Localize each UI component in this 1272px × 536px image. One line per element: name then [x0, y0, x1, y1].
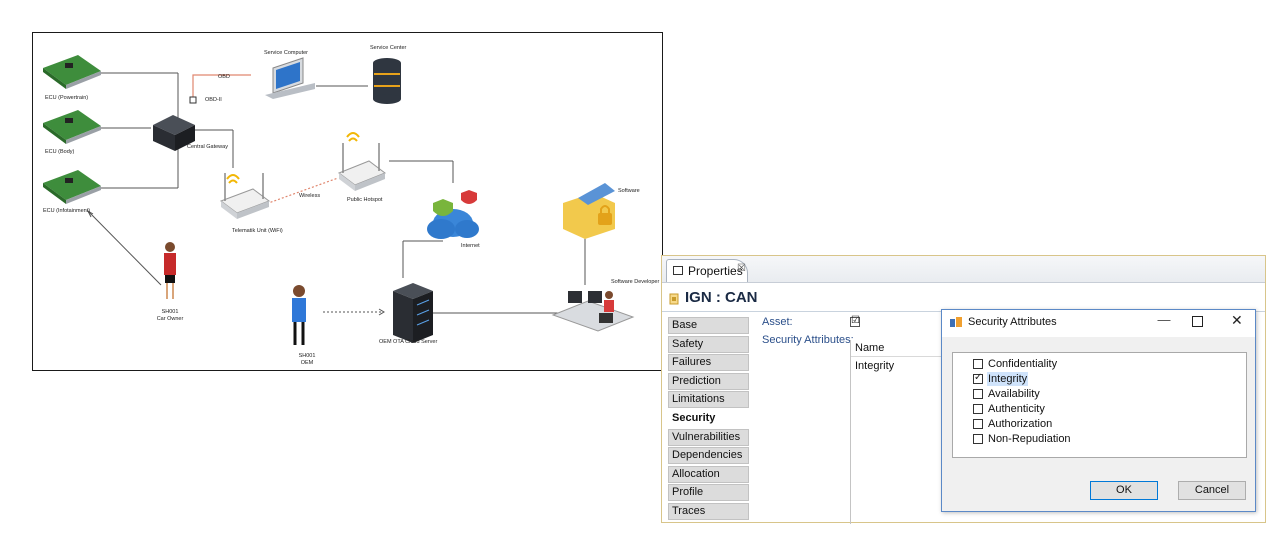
- ok-button[interactable]: OK: [1090, 481, 1158, 500]
- central-gateway-icon: [153, 115, 195, 151]
- label-oem: OEM: [300, 360, 314, 366]
- sidebar-item-base[interactable]: Base: [668, 317, 749, 334]
- dialog-app-icon: [950, 317, 962, 327]
- link-owner-infotainment: [87, 210, 162, 286]
- ecu-powertrain-icon: [43, 55, 101, 89]
- software-folder-icon: [563, 183, 615, 239]
- car-owner-figure-icon: [164, 242, 176, 299]
- label-car-owner: Car Owner: [156, 316, 184, 322]
- label-ecu-body: ECU (Body): [45, 149, 75, 155]
- label-central-gateway: Central Gateway: [187, 144, 228, 150]
- option-label: Availability: [988, 388, 1040, 400]
- checkbox-confidentiality[interactable]: [973, 359, 983, 369]
- checkbox-non-repudiation[interactable]: [973, 434, 983, 444]
- label-wireless: Wireless: [299, 193, 321, 199]
- label-oem-id: SH001: [298, 353, 316, 359]
- ecu-body-icon: [43, 110, 101, 144]
- table-row[interactable]: Integrity: [855, 360, 895, 372]
- option-label: Confidentiality: [988, 358, 1058, 370]
- label-telematik-unit: Telematik Unit (WiFi): [232, 228, 283, 234]
- label-car-owner-id: SH001: [161, 309, 179, 315]
- sidebar-item-safety[interactable]: Safety: [668, 335, 749, 353]
- label-ecu-infotainment: ECU (Infotainment): [43, 208, 91, 214]
- internet-cloud-icon: [427, 190, 479, 239]
- sidebar-item-vulnerabilities[interactable]: Vulnerabilities: [668, 428, 749, 446]
- check-mark: ✓: [974, 372, 983, 383]
- asset-label: Asset:: [762, 316, 793, 328]
- sidebar-item-prediction[interactable]: Prediction: [668, 372, 749, 390]
- link-obd: [192, 74, 251, 100]
- public-hotspot-icon: [337, 132, 387, 191]
- security-attributes-label: Security Attributes:: [762, 334, 854, 346]
- service-computer-icon: [265, 57, 315, 99]
- dialog-title-bar[interactable]: Security Attributes — ✕: [942, 310, 1255, 337]
- view-tab-strip: Properties ☒: [662, 256, 1265, 283]
- checkbox-authenticity[interactable]: [973, 404, 983, 414]
- software-developer-icon: [551, 291, 635, 332]
- checkbox-integrity[interactable]: ✓: [973, 372, 983, 384]
- obd-connector-icon: [189, 96, 197, 104]
- security-attributes-dialog: Security Attributes — ✕ Confidentiality …: [941, 309, 1256, 512]
- label-internet: Internet: [461, 243, 480, 249]
- label-service-computer: Service Computer: [264, 50, 309, 56]
- option-label: Authorization: [988, 418, 1053, 430]
- port-icon: [669, 293, 679, 305]
- label-oem-server: OEM OTA Cloud Server: [379, 339, 438, 345]
- oem-figure-icon: [292, 285, 306, 345]
- sidebar-item-security[interactable]: Security: [668, 409, 749, 427]
- dialog-title: Security Attributes: [968, 316, 1057, 328]
- properties-icon: [673, 266, 683, 275]
- properties-sidebar: Base Safety Failures Prediction Limitati…: [668, 317, 749, 522]
- maximize-icon[interactable]: [1192, 316, 1203, 327]
- option-label: Authenticity: [988, 403, 1045, 415]
- tab-properties-label: Properties: [688, 264, 743, 278]
- network-diagram: ECU (Powertrain) ECU (Body) ECU (Infotai…: [32, 32, 663, 371]
- minimize-icon[interactable]: —: [1157, 312, 1171, 327]
- option-label: Integrity: [987, 372, 1029, 386]
- attributes-checklist: Confidentiality ✓ Integrity Availability…: [952, 352, 1247, 458]
- label-public-hotspot: Public Hotspot: [347, 197, 383, 203]
- close-icon[interactable]: ✕: [1231, 312, 1243, 328]
- checkbox-availability[interactable]: [973, 389, 983, 399]
- sidebar-item-allocation[interactable]: Allocation: [668, 465, 749, 483]
- checkbox-authorization[interactable]: [973, 419, 983, 429]
- element-title: IGN : CAN: [685, 289, 758, 306]
- link-wireless: [262, 177, 339, 206]
- asset-checkbox[interactable]: ☑: [850, 315, 860, 327]
- telematik-router-icon: [219, 173, 271, 219]
- security-attributes-table: Name Integrity: [850, 340, 951, 524]
- oem-server-icon: [393, 283, 433, 343]
- tab-properties[interactable]: Properties ☒: [666, 259, 748, 282]
- label-service-center: Service Center: [370, 45, 407, 51]
- sidebar-item-profile[interactable]: Profile: [668, 484, 749, 502]
- tab-close-icon[interactable]: ☒: [737, 263, 746, 274]
- sidebar-item-limitations[interactable]: Limitations: [668, 391, 749, 409]
- service-center-icon: [373, 58, 401, 104]
- label-ecu-powertrain: ECU (Powertrain): [45, 95, 89, 101]
- label-obd: OBD: [218, 74, 230, 80]
- option-label: Non-Repudiation: [988, 433, 1071, 445]
- sidebar-item-failures[interactable]: Failures: [668, 354, 749, 372]
- cancel-button[interactable]: Cancel: [1178, 481, 1246, 500]
- diagram-graphics: [43, 55, 635, 345]
- asset-check-mark: ☑: [851, 315, 860, 326]
- sidebar-item-dependencies[interactable]: Dependencies: [668, 447, 749, 465]
- label-obd-ii: OBD-II: [205, 97, 222, 103]
- table-header-name[interactable]: Name: [851, 340, 951, 357]
- label-software: Software: [618, 188, 640, 194]
- label-software-developer: Software Developer: [611, 279, 660, 285]
- ecu-infotainment-icon: [43, 170, 101, 204]
- sidebar-item-traces[interactable]: Traces: [668, 502, 749, 520]
